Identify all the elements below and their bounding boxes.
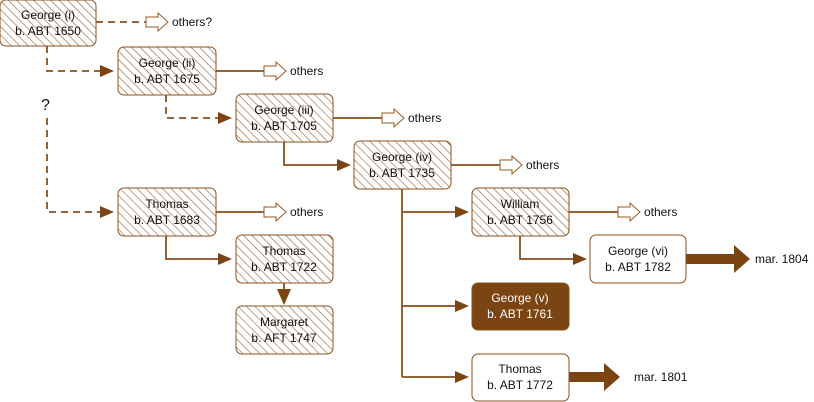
connector-thomas-1683-thomas-1722	[165, 236, 218, 260]
person-box-thomas-1722[interactable]: Thomas b. ABT 1722	[235, 234, 334, 284]
person-name: George (vi)	[608, 244, 668, 258]
arrow-head	[218, 112, 232, 124]
person-box-thomas-1772[interactable]: Thomas b. ABT 1772	[471, 353, 570, 402]
person-date: b. ABT 1756	[487, 213, 553, 227]
person-box-thomas-1683[interactable]: Thomas b. ABT 1683	[117, 187, 217, 237]
outline-arrow-icon	[381, 107, 405, 129]
outline-arrow-icon	[263, 201, 287, 223]
arrow-head	[100, 206, 114, 218]
others-arrows	[145, 11, 641, 223]
others-label: others	[290, 64, 323, 78]
person-name: Thomas	[262, 244, 305, 258]
connectors	[46, 21, 618, 383]
person-date: b. ABT 1650	[15, 24, 81, 38]
person-date: b. ABT 1722	[251, 260, 317, 274]
connector-george-iii-george-iv	[283, 142, 337, 166]
person-box-george-ii[interactable]: George (ii) b. ABT 1675	[117, 46, 217, 96]
arrow-head	[455, 206, 469, 218]
person-date: b. AFT 1747	[251, 331, 316, 345]
person-name: George (v)	[491, 291, 548, 305]
person-box-george-v[interactable]: George (v) b. ABT 1761	[471, 282, 570, 331]
person-date: b. ABT 1735	[369, 166, 435, 180]
person-box-margaret[interactable]: Margaret b. AFT 1747	[235, 305, 334, 355]
outline-arrow-icon	[145, 11, 169, 33]
person-date: b. ABT 1683	[134, 213, 200, 227]
thick-arrow-icon	[686, 245, 750, 273]
others-label: others	[408, 111, 441, 125]
others-label: others	[290, 205, 323, 219]
outline-arrow-icon	[499, 154, 523, 176]
person-date: b. ABT 1772	[487, 378, 553, 392]
person-date: b. ABT 1761	[487, 307, 553, 321]
person-name: Thomas	[145, 197, 188, 211]
thick-arrow-icon	[569, 363, 620, 391]
connector-unknown-thomas-1683	[46, 118, 100, 213]
person-name: George (iv)	[372, 150, 432, 164]
arrow-head	[218, 253, 232, 265]
person-box-george-i[interactable]: George (i) b. ABT 1650	[0, 0, 97, 47]
others-label: others	[526, 158, 559, 172]
person-date: b. ABT 1782	[605, 260, 671, 274]
person-date: b. ABT 1705	[251, 119, 317, 133]
person-box-george-iv[interactable]: George (iv) b. ABT 1735	[353, 140, 452, 190]
connector-george-i-george-ii	[46, 46, 100, 72]
person-date: b. ABT 1675	[134, 72, 200, 86]
person-name: William	[501, 197, 540, 211]
arrow-head	[455, 300, 469, 312]
connector-william-george-vi	[519, 236, 573, 260]
arrow-head	[337, 159, 351, 171]
person-name: George (iii)	[254, 103, 313, 117]
unknown-link-label: ?	[41, 97, 50, 114]
person-box-george-vi[interactable]: George (vi) b. ABT 1782	[589, 234, 687, 284]
others-label: others	[644, 205, 677, 219]
person-name: Margaret	[260, 315, 309, 329]
person-name: George (i)	[21, 8, 75, 22]
arrow-head	[277, 289, 291, 305]
person-box-william[interactable]: William b. ABT 1756	[471, 187, 570, 237]
arrow-head	[100, 65, 114, 77]
others-question-label: others?	[172, 15, 212, 29]
marriage-label: mar. 1804	[755, 252, 809, 266]
person-box-george-iii[interactable]: George (iii) b. ABT 1705	[235, 93, 334, 143]
marriage-label: mar. 1801	[634, 370, 688, 384]
person-name: George (ii)	[139, 56, 196, 70]
arrow-head	[455, 371, 469, 383]
outline-arrow-icon	[617, 201, 641, 223]
marriage-arrows	[569, 245, 750, 391]
outline-arrow-icon	[263, 60, 287, 82]
person-name: Thomas	[498, 362, 541, 376]
connector-george-ii-george-iii	[165, 95, 218, 119]
arrow-head	[573, 253, 587, 265]
